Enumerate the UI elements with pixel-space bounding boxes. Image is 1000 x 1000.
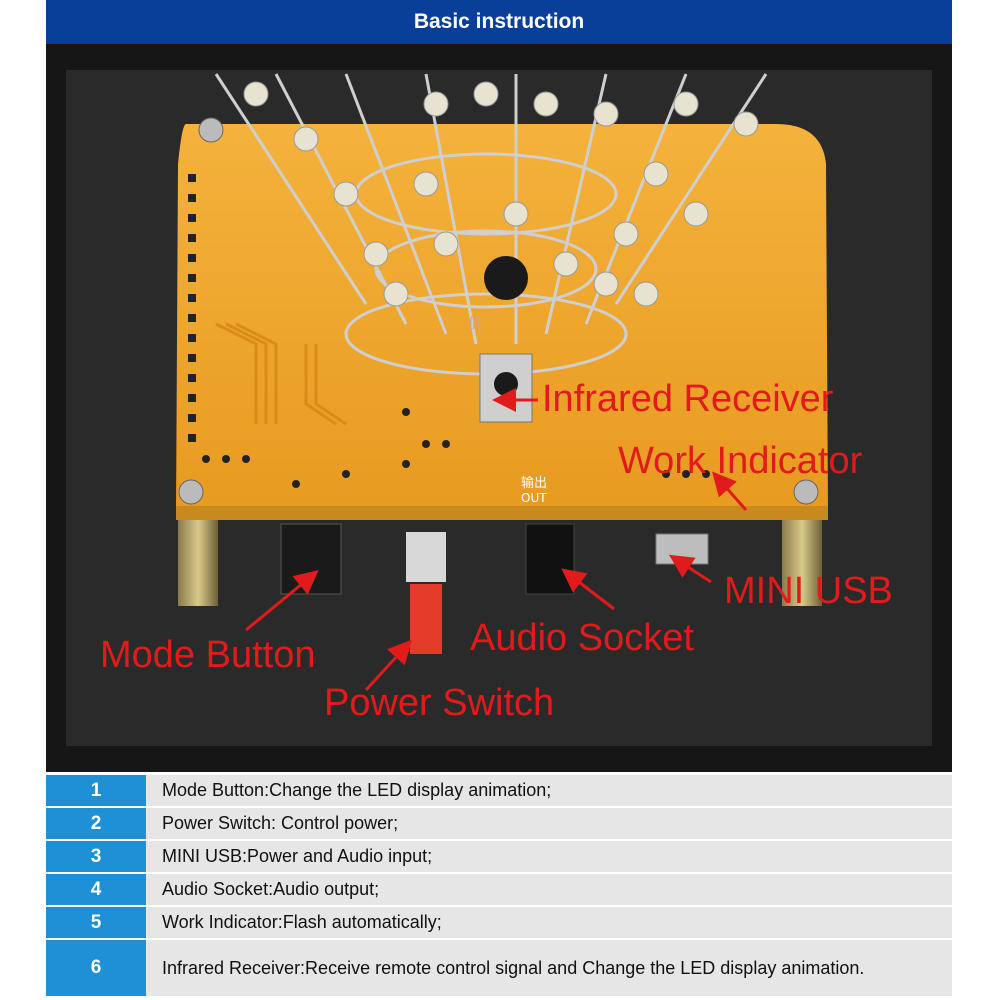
board-text-low: 低: [468, 316, 482, 332]
row-number: 1: [46, 775, 146, 806]
pcb-illustration: 输出 OUT 低: [66, 70, 932, 746]
table-row: 3 MINI USB:Power and Audio input;: [46, 841, 952, 874]
table-row: 4 Audio Socket:Audio output;: [46, 874, 952, 907]
mini-usb-body: [655, 533, 709, 565]
arrow-miniusb: [668, 554, 712, 584]
power-switch-body: [406, 532, 446, 582]
table-row: 5 Work Indicator:Flash automatically;: [46, 907, 952, 940]
table-row: 6 Infrared Receiver:Receive remote contr…: [46, 940, 952, 996]
arrow-work: [712, 471, 748, 511]
standoff-right: [782, 514, 822, 606]
row-description: Work Indicator:Flash automatically;: [146, 907, 952, 938]
row-description: Mode Button:Change the LED display anima…: [146, 775, 952, 806]
table-row: 2 Power Switch: Control power;: [46, 808, 952, 841]
callout-work-indicator: Work Indicator: [618, 440, 863, 482]
callout-power-switch: Power Switch: [324, 682, 555, 724]
row-description: Power Switch: Control power;: [146, 808, 952, 839]
row-number: 4: [46, 874, 146, 905]
led-cluster: [243, 81, 759, 307]
row-description: Infrared Receiver:Receive remote control…: [146, 940, 952, 996]
callout-infrared-receiver: Infrared Receiver: [542, 378, 834, 420]
row-description: Audio Socket:Audio output;: [146, 874, 952, 905]
arrow-mode: [245, 570, 319, 632]
callout-mode-button: Mode Button: [100, 634, 316, 676]
product-photo: 输出 OUT 低 Infrared Receiver Work Indicato…: [46, 44, 952, 772]
title-text: Basic instruction: [413, 10, 585, 33]
arrow-audio: [561, 568, 615, 611]
row-description: MINI USB:Power and Audio input;: [146, 841, 952, 872]
callout-mini-usb: MINI USB: [724, 570, 893, 612]
row-number: 5: [46, 907, 146, 938]
mode-button-body: [280, 523, 342, 595]
board-text-out: OUT: [521, 491, 547, 505]
audio-socket-body: [525, 523, 575, 595]
instruction-table: 1 Mode Button:Change the LED display ani…: [46, 775, 952, 996]
table-row: 1 Mode Button:Change the LED display ani…: [46, 775, 952, 808]
callout-audio-socket: Audio Socket: [470, 617, 694, 659]
board-text-out-cn: 输出: [521, 475, 547, 491]
power-switch-lever: [410, 584, 442, 654]
standoff-left: [178, 514, 218, 606]
arrow-power: [364, 639, 413, 692]
row-number: 6: [46, 940, 146, 996]
pcb-board: [176, 124, 828, 514]
row-number: 3: [46, 841, 146, 872]
page-title: Basic instruction: [46, 0, 952, 44]
row-number: 2: [46, 808, 146, 839]
